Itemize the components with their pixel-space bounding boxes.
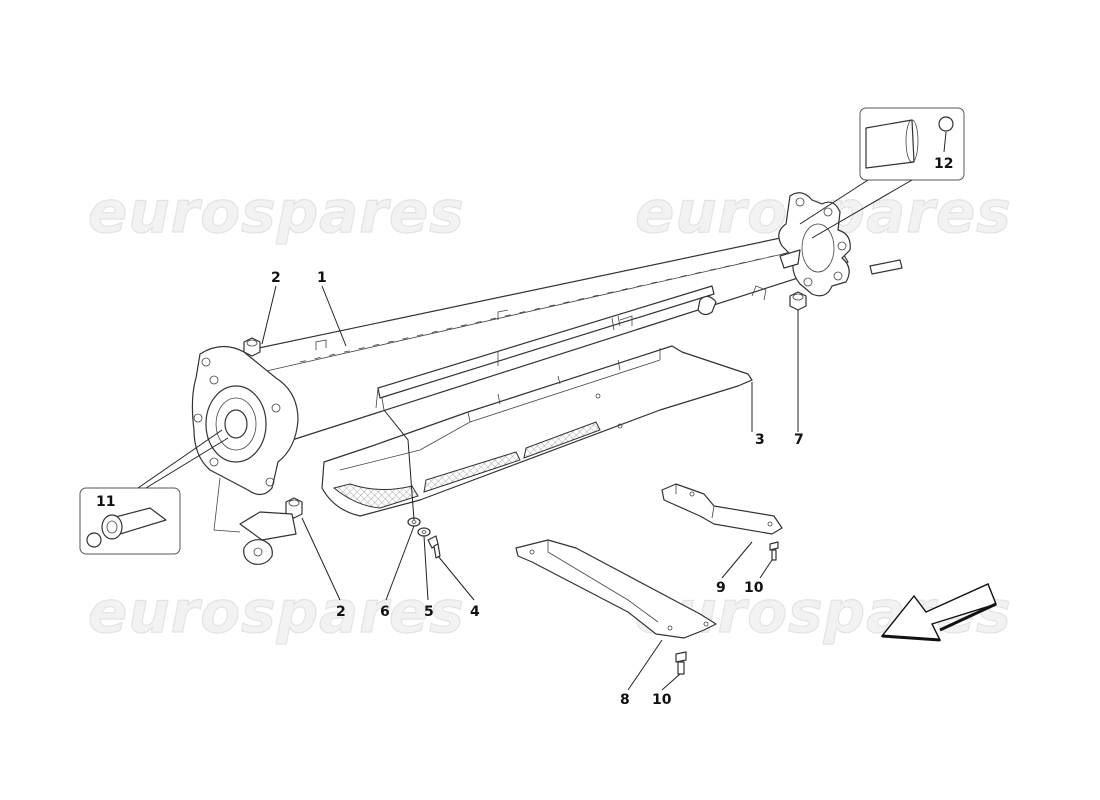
callout-2-top: 2: [271, 270, 281, 286]
callout-8: 8: [620, 692, 630, 708]
callout-3: 3: [755, 432, 765, 448]
washer-5[interactable]: [417, 527, 431, 537]
callout-7: 7: [794, 432, 804, 448]
bracket-8[interactable]: [515, 539, 717, 639]
callout-9: 9: [716, 580, 726, 596]
callout-12: 12: [934, 156, 953, 172]
nut-bottom[interactable]: [285, 497, 303, 519]
nut-top[interactable]: [243, 337, 261, 357]
leader-lines: [137, 131, 947, 691]
direction-arrow-icon: [880, 583, 997, 642]
callout-1: 1: [317, 270, 327, 286]
heat-shield[interactable]: [321, 345, 753, 517]
nut-7[interactable]: [789, 291, 807, 311]
watermarks: eurospares eurospares eurospares eurospa…: [87, 177, 1012, 646]
callout-10-upper: 10: [744, 580, 764, 596]
watermark-top-left: eurospares: [88, 178, 465, 246]
callout-10-lower: 10: [652, 692, 672, 708]
callout-5: 5: [424, 604, 434, 620]
callout-2-bottom: 2: [336, 604, 346, 620]
screw-4[interactable]: [427, 535, 441, 559]
transmission-tube[interactable]: [191, 192, 903, 496]
callout-11: 11: [96, 494, 115, 510]
callouts: 1 2 2 3 7 6 5 4 9 10 8 10 11 12: [96, 156, 953, 708]
inset-11[interactable]: [79, 487, 181, 555]
callout-6: 6: [380, 604, 390, 620]
screw-10-lower[interactable]: [675, 651, 687, 675]
callout-4: 4: [470, 604, 480, 620]
bracket-9[interactable]: [661, 483, 783, 535]
watermark-top-right: eurospares: [635, 178, 1012, 246]
screw-10-upper[interactable]: [769, 541, 779, 561]
inset-12[interactable]: [859, 107, 965, 181]
fitting-assembly[interactable]: [213, 477, 297, 565]
watermark-bottom-left: eurospares: [88, 578, 465, 646]
